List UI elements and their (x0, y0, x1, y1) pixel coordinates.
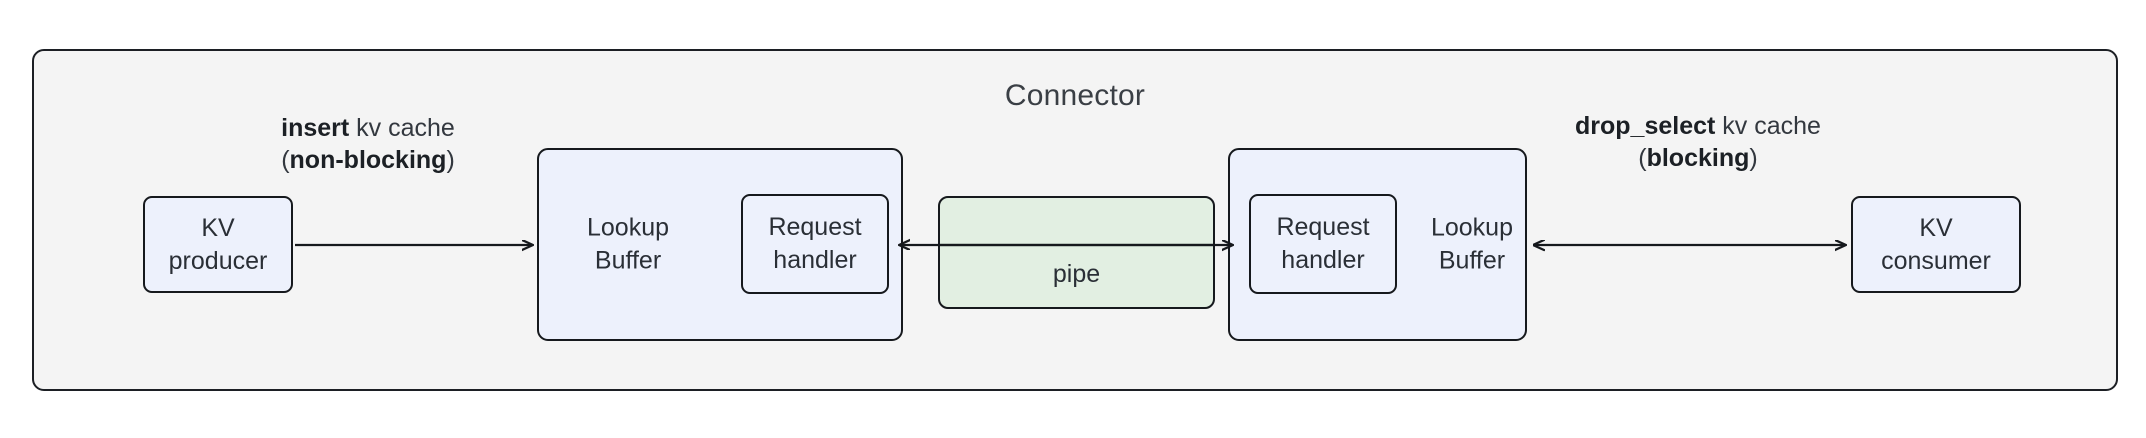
edge-drop-paren-close: ) (1749, 144, 1758, 172)
request-handler-right-line-2: handler (1281, 246, 1365, 274)
node-kv-consumer: KV consumer (1851, 196, 2021, 293)
lookup-buffer-right-line-2: Buffer (1438, 246, 1506, 275)
edge-drop-paren-open: ( (1638, 144, 1647, 172)
edge-label-drop-select: drop_select kv cache (blocking) (1538, 110, 1858, 174)
request-handler-right-line-1: Request (1276, 213, 1370, 241)
edge-label-insert-line-1: insert kv cache (218, 112, 518, 144)
edge-insert-op: insert (281, 114, 350, 142)
edge-drop-object: kv cache (1715, 112, 1821, 140)
lookup-buffer-left-line-2: Buffer (594, 246, 662, 275)
edge-label-drop-line-2: (blocking) (1538, 142, 1858, 174)
pipe-label: pipe (1052, 260, 1101, 288)
edge-insert-mode: non-blocking (289, 146, 447, 174)
lookup-buffer-left-line-1: Lookup (587, 212, 670, 241)
edge-label-insert: insert kv cache (non-blocking) (218, 112, 518, 176)
lookup-buffer-right-label: Lookup Buffer (1431, 211, 1513, 279)
edge-insert-paren-open: ( (281, 146, 290, 174)
node-request-handler-right: Request handler (1249, 194, 1397, 294)
node-kv-producer: KV producer (143, 196, 293, 293)
node-pipe: pipe (938, 196, 1215, 309)
lookup-buffer-right-line-1: Lookup (1430, 212, 1513, 241)
kv-producer-line-2: producer (168, 246, 268, 275)
edge-insert-object: kv cache (349, 114, 455, 142)
lookup-buffer-left-label: Lookup Buffer (587, 211, 669, 279)
edge-drop-mode: blocking (1646, 144, 1750, 172)
edge-label-drop-line-1: drop_select kv cache (1538, 110, 1858, 142)
kv-consumer-line-2: consumer (1881, 246, 1991, 275)
edge-drop-op: drop_select (1575, 112, 1716, 140)
request-handler-left-line-2: handler (773, 246, 857, 274)
edge-label-insert-line-2: (non-blocking) (218, 144, 518, 176)
kv-consumer-line-1: KV (1919, 213, 1953, 242)
kv-producer-line-1: KV (201, 213, 235, 242)
connector-title: Connector (1004, 79, 1146, 112)
edge-insert-paren-close: ) (446, 146, 455, 174)
request-handler-left-line-1: Request (768, 213, 862, 241)
node-request-handler-left: Request handler (741, 194, 889, 294)
